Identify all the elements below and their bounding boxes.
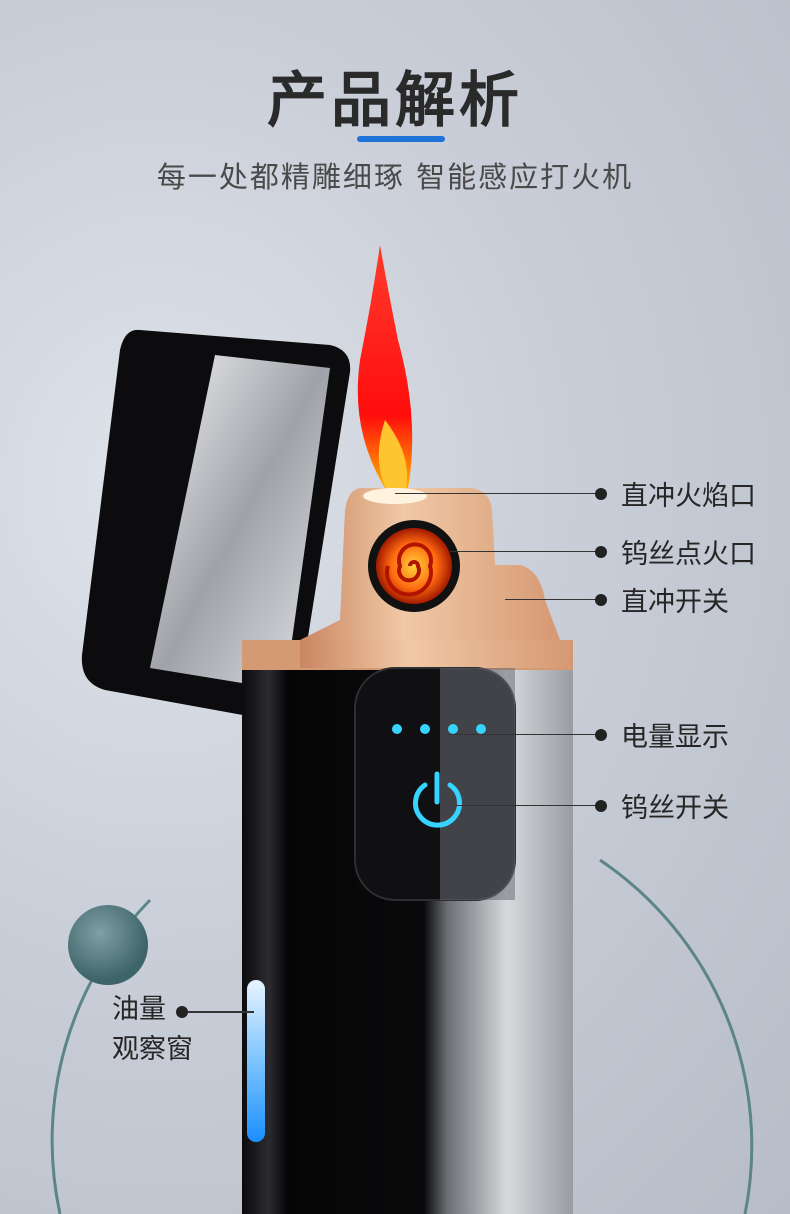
fuel-window (247, 980, 265, 1142)
battery-dot (392, 724, 402, 734)
decor-ball (68, 905, 148, 985)
oil-callout-line (188, 1011, 254, 1013)
callout-battery-display: 电量显示 (450, 715, 729, 754)
flame (357, 245, 413, 488)
battery-dot (448, 724, 458, 734)
page-title: 产品解析 (267, 66, 523, 136)
callout-coil-outlet: 钨丝点火口 (450, 532, 756, 571)
oil-window-label: 油量 观察窗 (112, 994, 193, 1065)
page-subtitle: 每一处都精雕细琢 智能感应打火机 (156, 160, 634, 194)
callout-jet-switch: 直冲开关 (505, 580, 729, 619)
battery-dot (420, 724, 430, 734)
callout-flame-outlet: 直冲火焰口 (395, 474, 756, 513)
callout-coil-switch: 钨丝开关 (455, 786, 729, 825)
title-underline (357, 136, 445, 142)
power-icon (413, 782, 462, 828)
oil-callout-dot (176, 1006, 188, 1018)
battery-dot (476, 724, 486, 734)
